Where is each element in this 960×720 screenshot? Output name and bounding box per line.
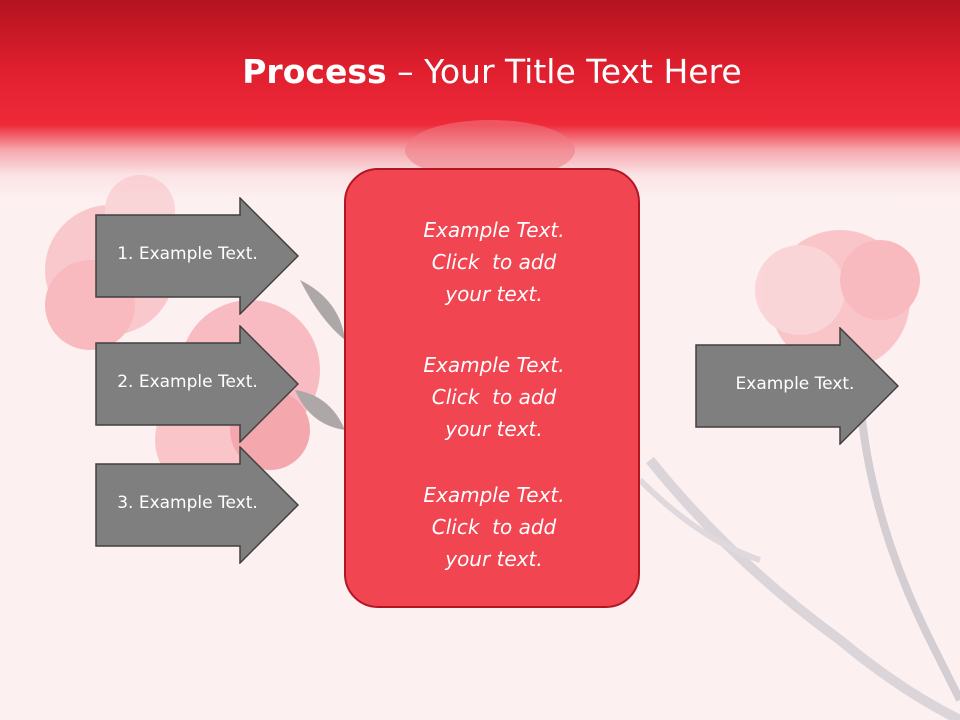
paragraph-line: Click to add: [431, 515, 557, 539]
paragraph-line: your text.: [445, 417, 543, 441]
arrow-right-shape-icon: [95, 445, 300, 565]
paragraph-line: Example Text.: [423, 218, 565, 242]
arrow-right-shape-icon: [95, 196, 300, 316]
title-bold-part: Process: [242, 52, 387, 91]
left-arrow-2-label: 2. Example Text.: [117, 372, 258, 392]
center-text-box[interactable]: Example Text. Click to add your text. Ex…: [344, 168, 640, 608]
slide-title[interactable]: Process – Your Title Text Here: [0, 52, 960, 91]
paragraph-line: Click to add: [431, 250, 557, 274]
right-arrow[interactable]: Example Text.: [695, 326, 900, 446]
right-arrow-label: Example Text.: [735, 374, 855, 394]
left-arrow-1[interactable]: 1. Example Text.: [95, 196, 300, 316]
center-paragraph-1: Example Text. Click to add your text.: [346, 214, 642, 310]
left-arrow-1-label: 1. Example Text.: [117, 244, 258, 264]
center-paragraph-2: Example Text. Click to add your text.: [346, 349, 642, 445]
title-rest-part: – Your Title Text Here: [386, 52, 742, 91]
paragraph-line: Example Text.: [423, 483, 565, 507]
arrow-right-shape-icon: [95, 324, 300, 444]
paragraph-line: Example Text.: [423, 353, 565, 377]
paragraph-line: your text.: [445, 547, 543, 571]
paragraph-line: Click to add: [431, 385, 557, 409]
left-arrow-3[interactable]: 3. Example Text.: [95, 445, 300, 565]
left-arrow-2[interactable]: 2. Example Text.: [95, 324, 300, 444]
arrow-right-shape-icon: [695, 326, 900, 446]
left-arrow-3-label: 3. Example Text.: [117, 493, 258, 513]
paragraph-line: your text.: [445, 282, 543, 306]
center-paragraph-3: Example Text. Click to add your text.: [346, 479, 642, 575]
